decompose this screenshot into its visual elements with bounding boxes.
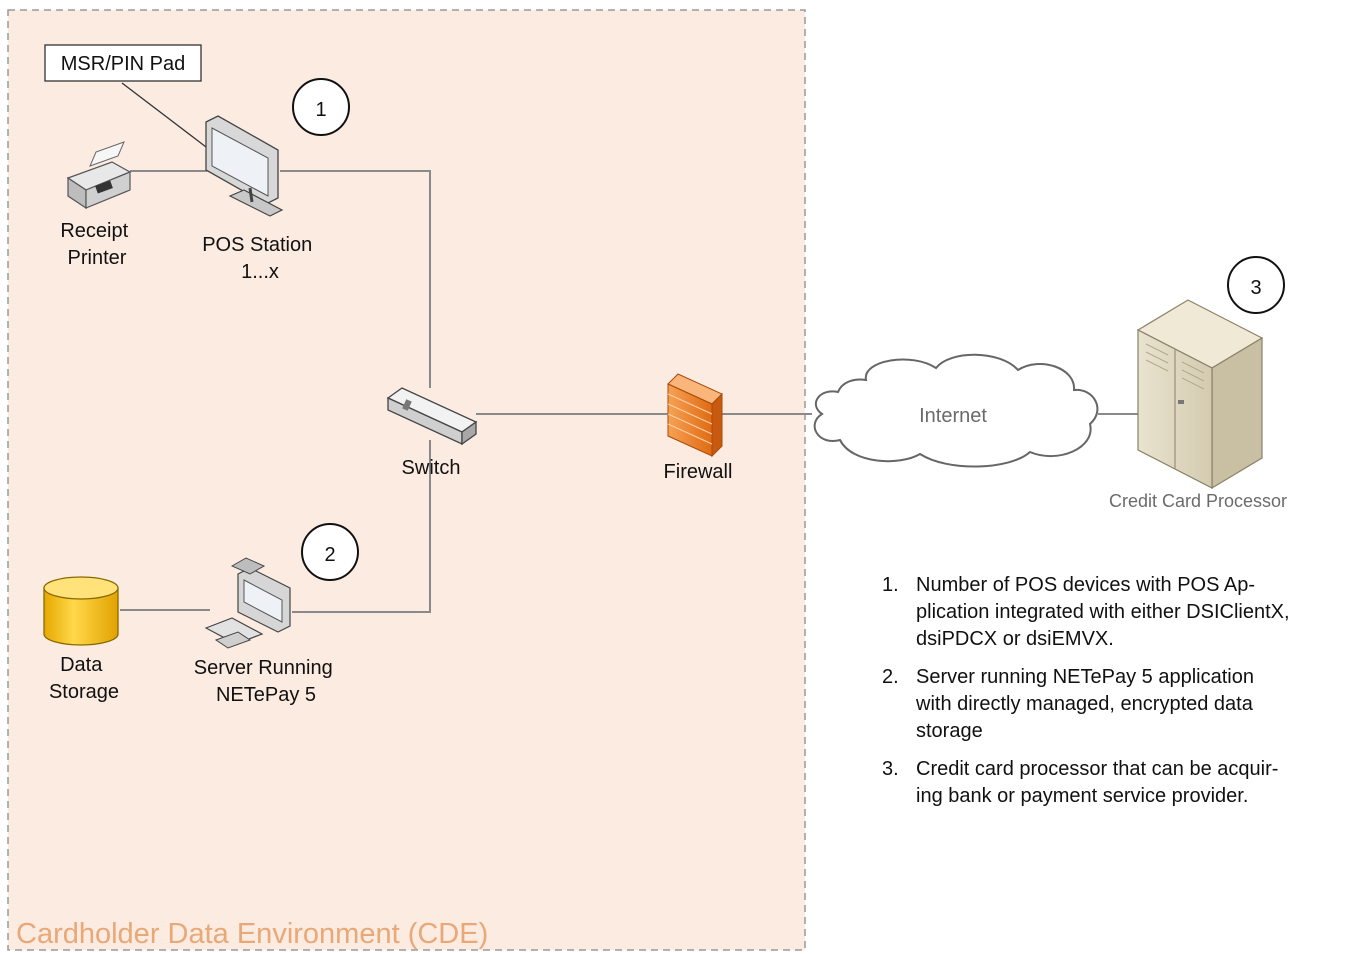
processor-label: Credit Card Processor [1109, 491, 1287, 511]
note-item: 2. Server running NETePay 5 application … [878, 664, 1348, 745]
server-workstation-icon [204, 557, 291, 649]
firewall-icon [667, 373, 723, 458]
switch-icon [386, 387, 478, 446]
note-line: Server running NETePay 5 application [916, 666, 1254, 688]
svg-text:1: 1 [315, 99, 326, 121]
notes-list: 1. Number of POS devices with POS Ap- pl… [878, 572, 1348, 821]
printer-icon [66, 141, 132, 210]
server-label: Server Running NETePay 5 [194, 657, 339, 706]
switch-server-link [292, 440, 431, 613]
note-line: Number of POS devices with POS Ap- [916, 574, 1256, 596]
note-line: Credit card processor that can be acquir… [916, 758, 1279, 780]
pos-switch-link [280, 170, 431, 388]
msr-pin-pad-callout: MSR/PIN Pad [44, 44, 202, 82]
receipt-printer-label: Receipt Printer [60, 220, 133, 269]
pos-station-label: POS Station 1...x [202, 234, 318, 283]
cde-boundary [7, 9, 806, 951]
msr-callout-box [44, 44, 202, 82]
note-line: with directly managed, encrypted data [916, 693, 1253, 715]
note-line: plication integrated with either DSIClie… [916, 601, 1290, 623]
processor-server-icon [1136, 299, 1264, 490]
note-line: ing bank or payment service provider. [916, 785, 1249, 807]
msr-callout-line [121, 82, 211, 151]
badge-3: 3 [1227, 256, 1285, 314]
note-item: 1. Number of POS devices with POS Ap- pl… [878, 572, 1348, 653]
note-line: dsiPDCX or dsiEMVX. [916, 628, 1114, 650]
note-number: 2. [882, 666, 899, 688]
cde-label: Cardholder Data Environment (CDE) [16, 918, 488, 950]
svg-text:2: 2 [324, 544, 335, 566]
connections [120, 82, 1138, 613]
note-number: 1. [882, 574, 899, 596]
pos-monitor-icon [205, 115, 284, 217]
internet-label: Internet [919, 405, 987, 427]
note-number: 3. [882, 758, 899, 780]
cde-zone: Cardholder Data Environment (CDE) [7, 9, 806, 951]
internet-cloud-icon [813, 353, 1099, 468]
svg-text:3: 3 [1250, 277, 1261, 299]
msr-callout-label: MSR/PIN Pad [61, 53, 185, 75]
database-icon [43, 576, 119, 646]
data-storage-label: Data Storage [49, 654, 119, 703]
switch-label: Switch [402, 457, 461, 479]
badge-2: 2 [301, 523, 359, 581]
note-item: 3. Credit card processor that can be acq… [878, 756, 1348, 810]
firewall-label: Firewall [664, 461, 733, 483]
badge-1: 1 [292, 78, 350, 136]
note-line: storage [916, 720, 983, 742]
